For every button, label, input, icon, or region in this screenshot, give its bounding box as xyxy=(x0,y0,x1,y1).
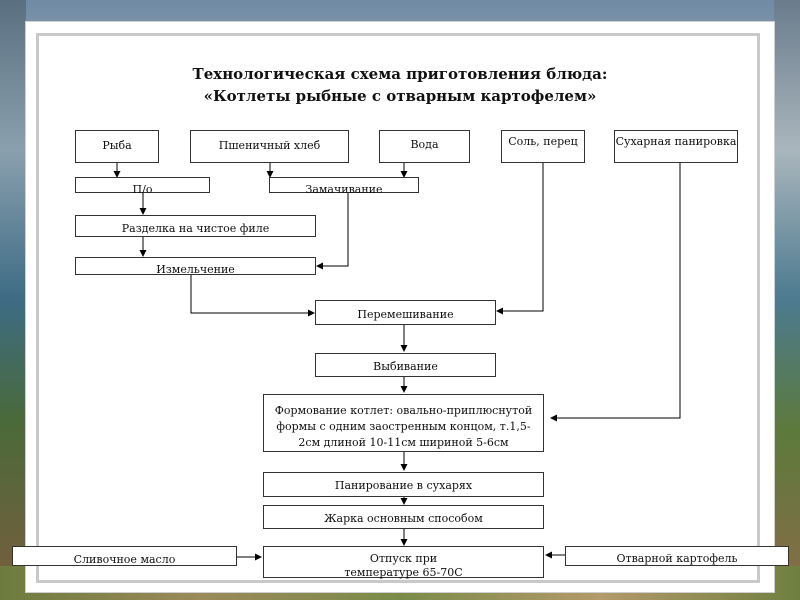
step-processing-box: П/о xyxy=(75,177,210,196)
arrow-soaking-to-grinding xyxy=(316,193,349,270)
input-fish-box: Рыба xyxy=(75,130,159,163)
input-salt-pepper-box: Соль, перец xyxy=(501,130,585,163)
background-landscape-left xyxy=(0,0,26,600)
step-frying-box: Жарка основным способом xyxy=(263,505,544,529)
step-soaking-box: Замачивание xyxy=(269,177,419,196)
arrow-salt-to-mixing xyxy=(496,163,544,315)
step-forming-box: Формование котлет: овально-приплюснутой … xyxy=(263,394,544,452)
slide-frame xyxy=(36,33,760,583)
step-serving-box: Отпуск при температуре 65-70С xyxy=(263,546,544,579)
background-landscape-right xyxy=(774,0,800,600)
step-mixing-box: Перемешивание xyxy=(315,300,496,325)
step-filleting-box: Разделка на чистое филе xyxy=(75,215,316,237)
garnish-potatoes-box: Отварной картофель xyxy=(565,546,789,566)
diagram-title-line-2: «Котлеты рыбные с отварным картофелем» xyxy=(203,87,597,105)
input-water-box: Вода xyxy=(379,130,470,163)
garnish-butter-box: Сливочное масло xyxy=(12,546,237,566)
step-breading-box: Панирование в сухарях xyxy=(263,472,544,497)
arrow-breadcrumbs-to-forming xyxy=(550,163,681,422)
step-beating-box: Выбивание xyxy=(315,353,496,377)
step-grinding-box: Измельчение xyxy=(75,257,316,276)
input-bread-box: Пшеничный хлеб xyxy=(190,130,349,163)
arrow-grinding-to-mixing xyxy=(190,275,315,317)
input-breadcrumbs-box: Сухарная панировка xyxy=(614,130,738,163)
diagram-title-line-1: Технологическая схема приготовления блюд… xyxy=(192,65,608,83)
